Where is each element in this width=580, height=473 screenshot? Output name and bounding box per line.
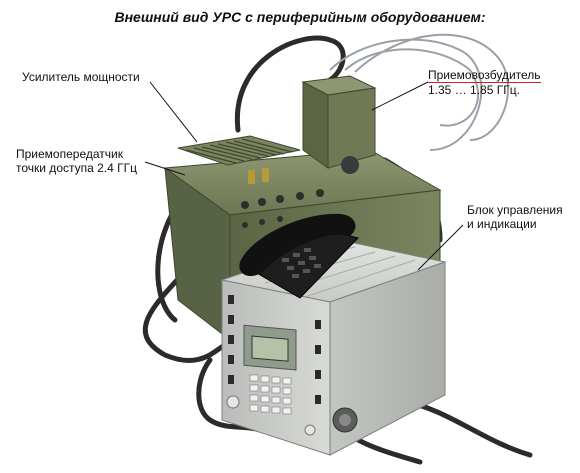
transceiver-text-1: Приемопередатчик bbox=[16, 147, 123, 161]
amplifier-text: Усилитель мощности bbox=[22, 70, 140, 84]
power-amplifier bbox=[177, 135, 301, 184]
receiver-exciter bbox=[301, 75, 377, 174]
exciter-text-2: 1.35 … 1.85 ГГц. bbox=[428, 83, 520, 97]
transceiver-label: Приемопередатчик точки доступа 2.4 ГГц bbox=[16, 147, 137, 175]
transceiver-text-2: точки доступа 2.4 ГГц bbox=[16, 161, 138, 175]
amplifier-label: Усилитель мощности bbox=[22, 70, 140, 84]
control-unit-label: Блок управления и индикации bbox=[467, 203, 563, 231]
exciter-label: Приемовозбудитель 1.35 … 1.85 ГГц. bbox=[428, 68, 541, 97]
image-title: Внешний вид УРС с периферийным оборудова… bbox=[114, 9, 486, 25]
telephone bbox=[239, 213, 359, 299]
control-unit bbox=[220, 239, 447, 456]
fiber-cables bbox=[329, 33, 510, 151]
exciter-text-1: Приемовозбудитель bbox=[428, 68, 541, 83]
leader-lines bbox=[144, 81, 464, 271]
control-text-1: Блок управления bbox=[467, 203, 563, 217]
control-text-2: и индикации bbox=[467, 217, 537, 231]
